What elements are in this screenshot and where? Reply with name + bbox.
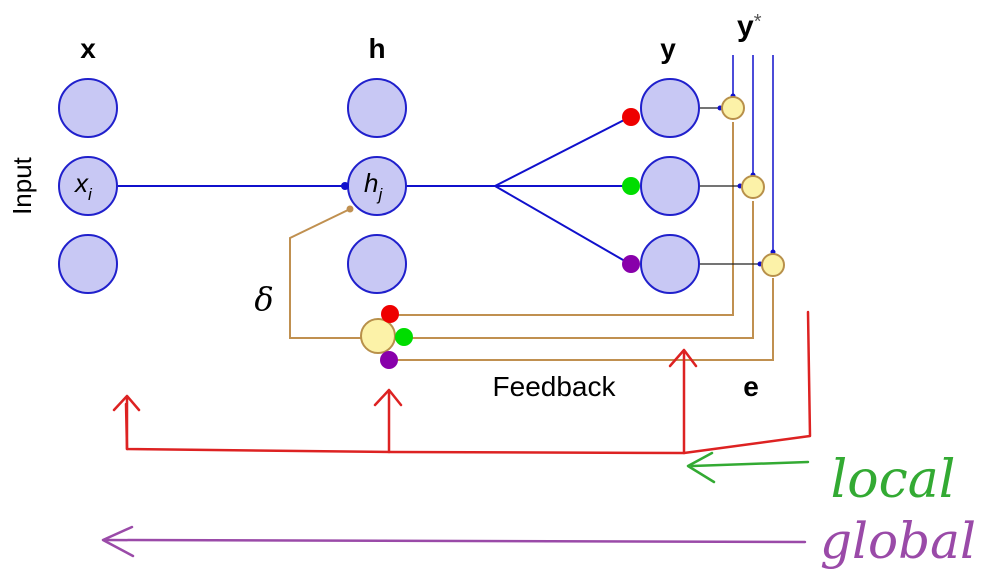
red-arrow-head-e <box>668 348 698 368</box>
delta-unit <box>360 318 396 354</box>
red-arrow-head-h <box>373 388 403 407</box>
dot-red-y1 <box>622 108 640 126</box>
error-units <box>360 96 785 354</box>
neuron-x-3 <box>58 234 118 294</box>
neuron-y-2 <box>640 156 700 216</box>
neuron-y-3 <box>640 234 700 294</box>
neuron-h-1 <box>347 78 407 138</box>
label-xi: xi <box>73 168 93 204</box>
output-layer <box>640 78 700 294</box>
error-unit-1 <box>721 96 745 120</box>
layer-label-h: h <box>368 33 385 64</box>
label-ystar-base: y <box>737 10 754 43</box>
layer-label-y: y <box>660 33 676 64</box>
label-feedback: Feedback <box>493 371 617 402</box>
dot-green-delta <box>395 328 413 346</box>
delta-feedback-line <box>289 209 362 339</box>
output-error-lines <box>700 107 760 265</box>
feedback-line-2 <box>405 201 754 339</box>
target-lines <box>732 55 774 252</box>
forward-connections <box>118 116 631 265</box>
label-ystar-mark: * <box>754 11 762 33</box>
label-input: Input <box>7 156 37 215</box>
neuron-h-3 <box>347 234 407 294</box>
red-annotation <box>112 310 812 455</box>
label-ystar: y* <box>737 10 762 43</box>
label-e: e <box>743 371 759 402</box>
delta-arrowhead <box>346 205 354 213</box>
red-arrow-head-x <box>112 394 141 412</box>
local-arrow <box>686 451 810 484</box>
neuron-x-1 <box>58 78 118 138</box>
dot-purple-y3 <box>622 255 640 273</box>
label-local: local <box>831 450 956 510</box>
error-unit-3 <box>761 253 785 277</box>
neuron-xi <box>58 156 118 216</box>
dot-red-delta <box>381 305 399 323</box>
layer-label-x: x <box>80 33 96 64</box>
input-layer <box>58 78 118 294</box>
neuron-y-1 <box>640 78 700 138</box>
dot-green-y2 <box>622 177 640 195</box>
error-unit-2 <box>741 175 765 199</box>
connection-to-y1 <box>494 116 631 187</box>
feedback-line-3 <box>390 278 774 361</box>
red-bracket-line <box>124 310 812 455</box>
input-arrowhead <box>341 182 349 190</box>
global-arrow <box>101 525 807 558</box>
label-global: global <box>820 512 976 570</box>
connection-to-y3 <box>494 185 631 265</box>
dot-purple-delta <box>380 351 398 369</box>
label-hj: hj <box>364 168 383 204</box>
label-delta: δ <box>254 280 273 318</box>
